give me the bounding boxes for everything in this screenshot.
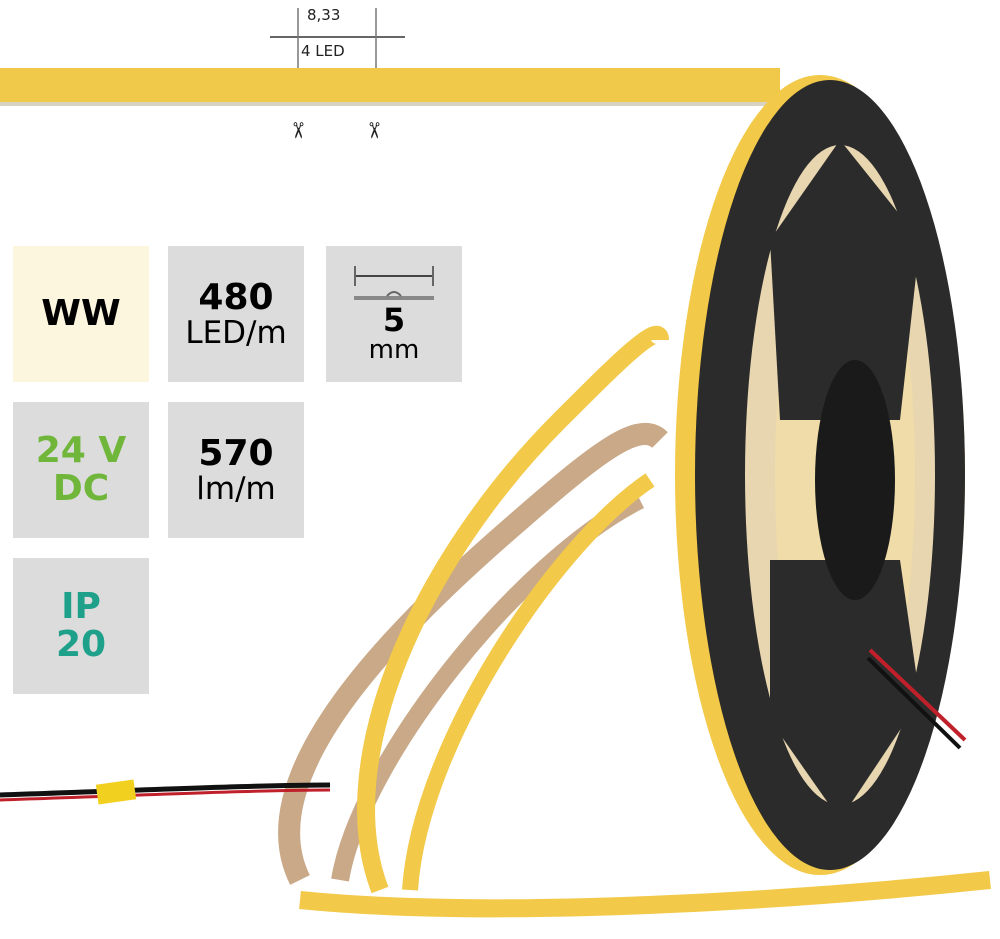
adhesive-tape: [278, 422, 668, 885]
voltage-value: 24 V: [35, 430, 127, 472]
tile-voltage: 24 V DC: [13, 402, 149, 538]
tile-led-density: 480 LED/m: [168, 246, 304, 382]
density-unit: LED/m: [185, 314, 287, 351]
flux-value: 570: [198, 432, 274, 474]
flux-unit: lm/m: [196, 470, 276, 507]
power-cable: [0, 782, 331, 798]
scissors-icon: ✂: [284, 121, 310, 140]
tile-strip-width: 5 mm: [326, 246, 462, 382]
tile-ip-rating: IP 20: [13, 558, 149, 694]
tile-color-temperature: WW: [13, 246, 149, 382]
led-strip-straight: [0, 68, 780, 106]
tile-luminous-flux: 570 lm/m: [168, 402, 304, 538]
width-dimension-icon: [354, 265, 434, 300]
scissors-icon: ✂: [360, 121, 386, 140]
led-strip-loop: [299, 871, 991, 918]
color-temp-value: WW: [41, 293, 121, 335]
width-unit: mm: [368, 335, 420, 366]
voltage-unit: DC: [52, 468, 110, 509]
reel-cable: [868, 648, 967, 742]
dimension-led-count: 4 LED: [301, 42, 345, 60]
dimension-length: 8,33: [307, 6, 341, 24]
density-value: 480: [198, 276, 274, 318]
width-value: 5: [382, 300, 406, 339]
ip-value: 20: [55, 624, 107, 665]
ip-label: IP: [61, 586, 101, 628]
